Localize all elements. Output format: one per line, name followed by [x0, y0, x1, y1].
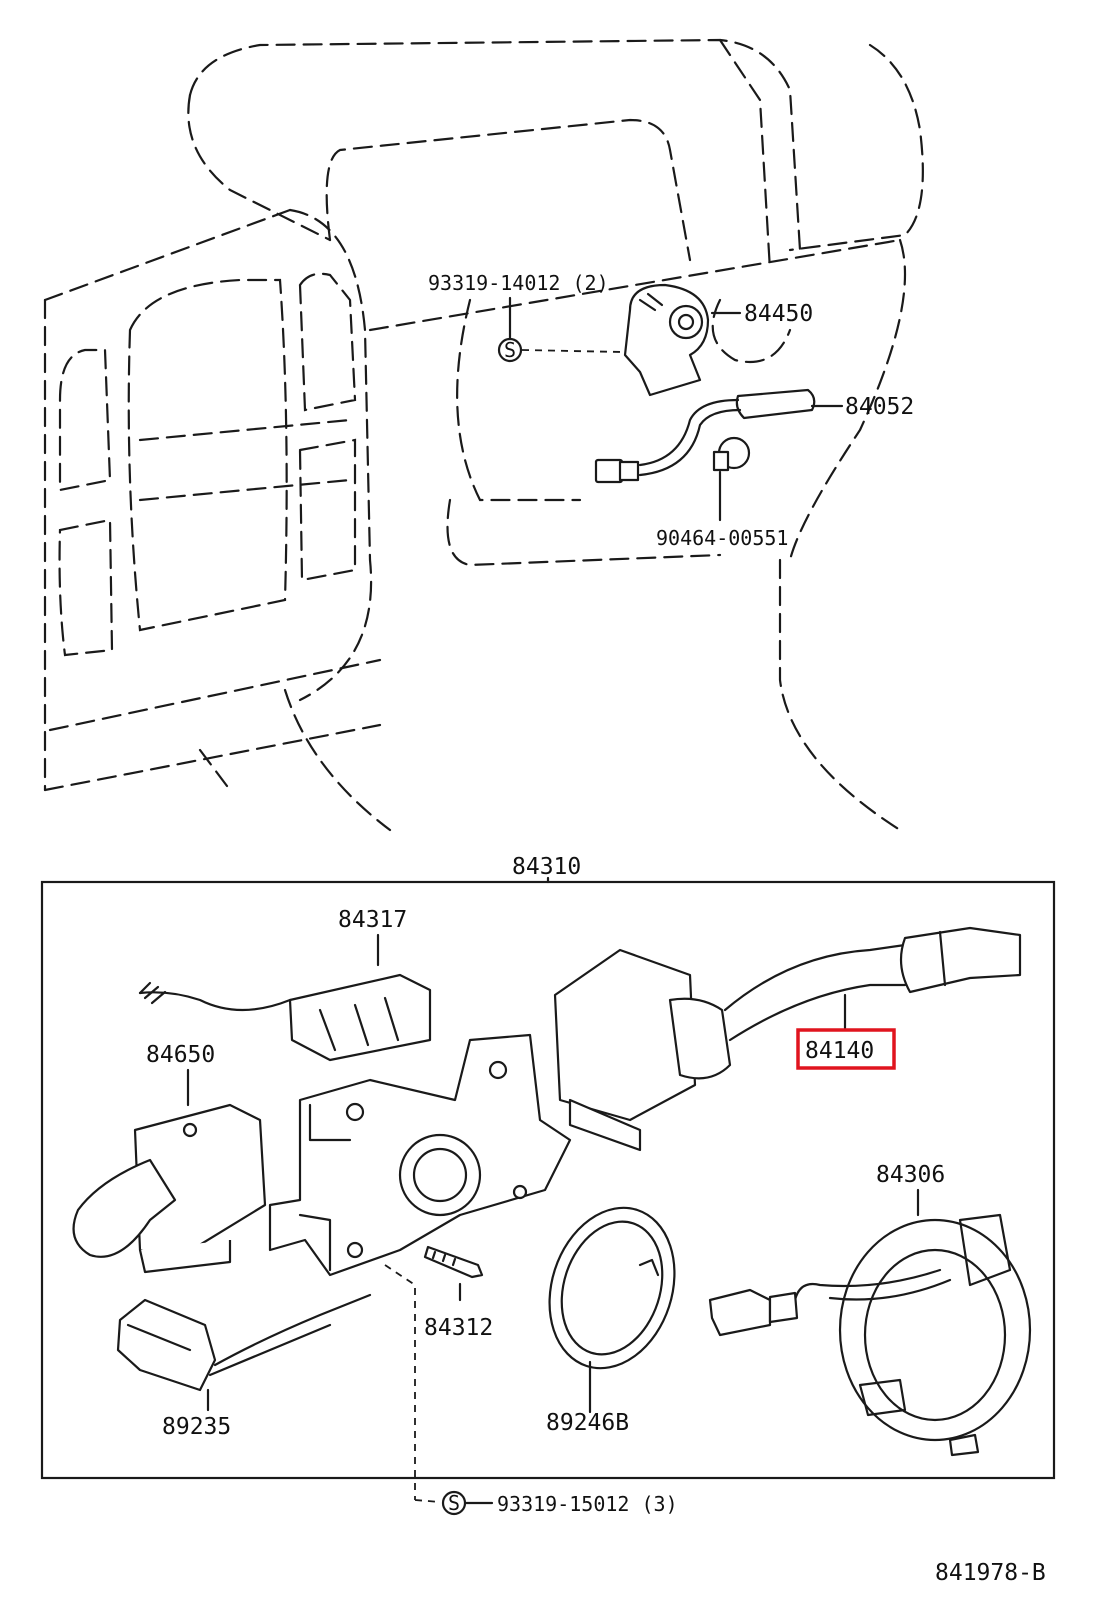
- label-pin: 84312: [424, 1315, 493, 1341]
- spiral-cable: [708, 1213, 1032, 1457]
- hazard-switch: [116, 1293, 372, 1392]
- label-wire-harness: 84052: [845, 394, 914, 420]
- label-hazard-switch: 89235: [162, 1414, 231, 1440]
- figure-code: 841978-B: [935, 1560, 1046, 1586]
- label-connector: 84317: [338, 907, 407, 933]
- bulb: [712, 436, 751, 472]
- label-retainer-ring: 89246B: [546, 1410, 629, 1436]
- pin: [423, 1245, 484, 1279]
- label-screw-lower: 93319-15012 (3): [497, 1492, 678, 1516]
- retainer-ring: [548, 1206, 676, 1370]
- label-wiper-switch: 84140: [805, 1038, 874, 1064]
- label-headlamp-switch: 84650: [146, 1042, 215, 1068]
- screw-lower-symbol: S: [448, 1491, 460, 1515]
- highlight-box: [796, 1028, 896, 1070]
- label-screw-upper: 93319-14012 (2): [428, 271, 609, 295]
- label-bulb: 90464-00551: [656, 526, 788, 550]
- screw-upper-symbol: S: [504, 338, 516, 362]
- dashboard-outline: [43, 38, 924, 832]
- column-body: [268, 1033, 572, 1277]
- label-spiral-cable: 84306: [876, 1162, 945, 1188]
- connector: [138, 973, 432, 1062]
- label-assembly: 84310: [512, 854, 581, 880]
- ignition-switch: [623, 283, 710, 397]
- wiper-switch: [553, 926, 1022, 1152]
- wire-harness: [594, 388, 816, 484]
- label-ignition-switch: 84450: [744, 301, 813, 327]
- headlamp-switch: [72, 1103, 267, 1274]
